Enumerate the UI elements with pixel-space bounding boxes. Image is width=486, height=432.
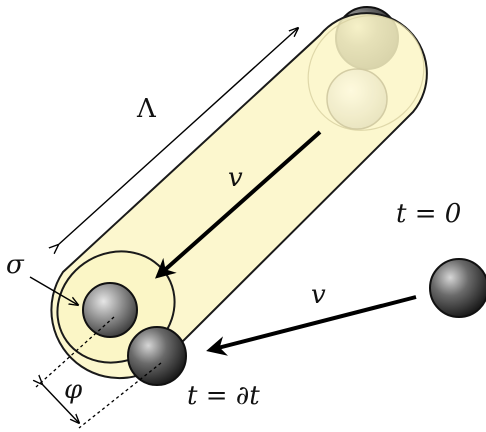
cylinder-back-cap — [307, 15, 425, 131]
ball-ghost — [326, 68, 388, 130]
label-length: Λ — [136, 94, 157, 124]
length-dimension-arrow — [58, 28, 298, 245]
velocity-arrow-incoming — [206, 295, 417, 356]
label-t-initial: t = 0 — [396, 199, 461, 229]
label-phi: φ — [64, 375, 83, 405]
label-velocity-incoming: v — [311, 280, 326, 310]
phi-dimension-arrow — [42, 384, 79, 423]
label-velocity-inside: v — [228, 163, 243, 193]
label-t-step: t = ∂t — [187, 381, 260, 411]
ball-colliding — [127, 326, 187, 386]
ball-in-cap — [82, 282, 138, 338]
ball-incoming — [429, 258, 486, 318]
label-sigma: σ — [6, 250, 25, 280]
sigma-pointer-arrow — [29, 276, 78, 305]
